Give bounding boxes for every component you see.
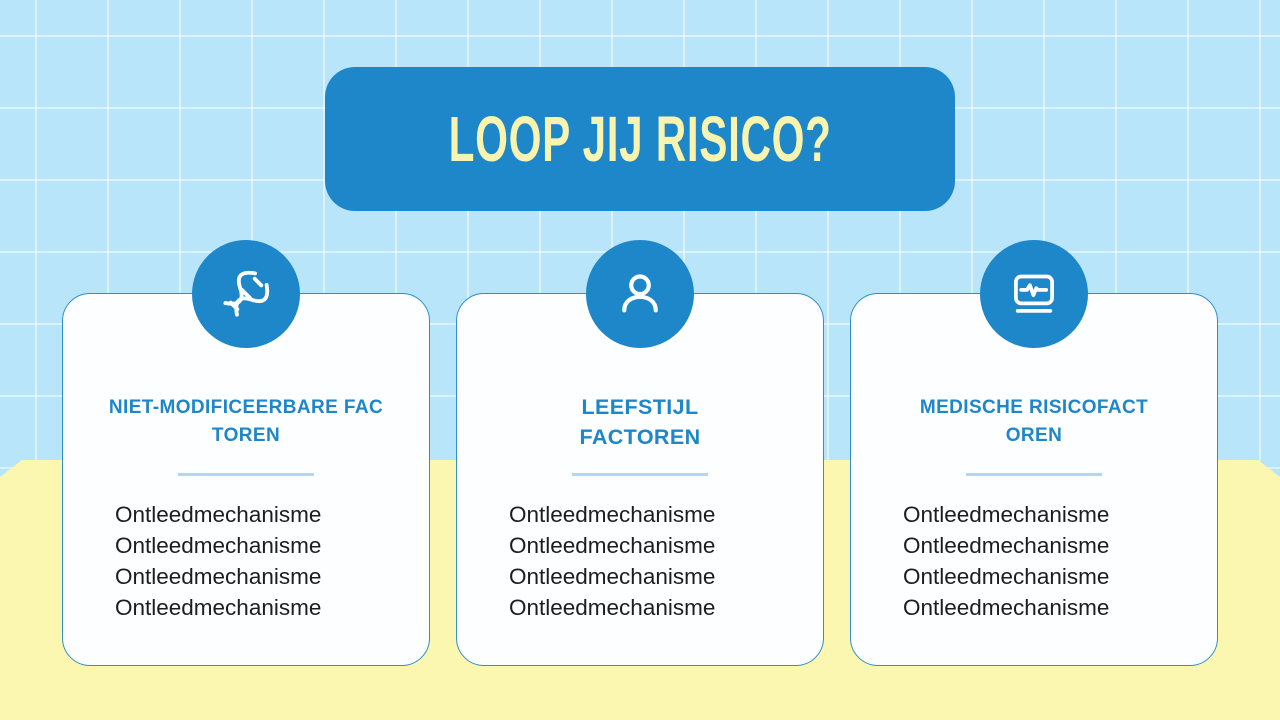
card-list: Ontleedmechanisme Ontleedmechanisme Ontl… [63, 499, 429, 623]
list-item: Ontleedmechanisme [115, 595, 322, 620]
list-item: Ontleedmechanisme [509, 533, 716, 558]
list-item: Ontleedmechanisme [115, 564, 322, 589]
list-item: Ontleedmechanisme [509, 595, 716, 620]
page-title: LOOP JIJ RISICO? [448, 103, 832, 175]
card-title: MEDISCHE RISICOFACT OREN [919, 397, 1149, 446]
title-banner: LOOP JIJ RISICO? [325, 67, 955, 211]
list-item: Ontleedmechanisme [509, 502, 716, 527]
list-item: Ontleedmechanisme [903, 595, 1110, 620]
monitor-pulse-icon [980, 240, 1088, 348]
dna-icon [192, 240, 300, 348]
card-leefstijl-factoren: LEEFSTIJL FACTOREN Ontleedmechanisme Ont… [456, 240, 824, 666]
card-list: Ontleedmechanisme Ontleedmechanisme Ontl… [851, 499, 1217, 623]
list-item: Ontleedmechanisme [903, 502, 1110, 527]
list-item: Ontleedmechanisme [903, 533, 1110, 558]
title-divider [178, 473, 314, 476]
list-item: Ontleedmechanisme [903, 564, 1110, 589]
card-medische-risicofactoren: MEDISCHE RISICOFACT OREN Ontleedmechanis… [850, 240, 1218, 666]
card-niet-modificeerbare-factoren: NIET-MODIFICEERBARE FAC TOREN Ontleedmec… [62, 240, 430, 666]
list-item: Ontleedmechanisme [115, 502, 322, 527]
card-title: NIET-MODIFICEERBARE FAC TOREN [108, 397, 384, 446]
user-icon [586, 240, 694, 348]
title-divider [966, 473, 1102, 476]
card-list: Ontleedmechanisme Ontleedmechanisme Ontl… [457, 499, 823, 623]
list-item: Ontleedmechanisme [509, 564, 716, 589]
title-divider [572, 473, 708, 476]
list-item: Ontleedmechanisme [115, 533, 322, 558]
card-title: LEEFSTIJL FACTOREN [579, 395, 701, 449]
